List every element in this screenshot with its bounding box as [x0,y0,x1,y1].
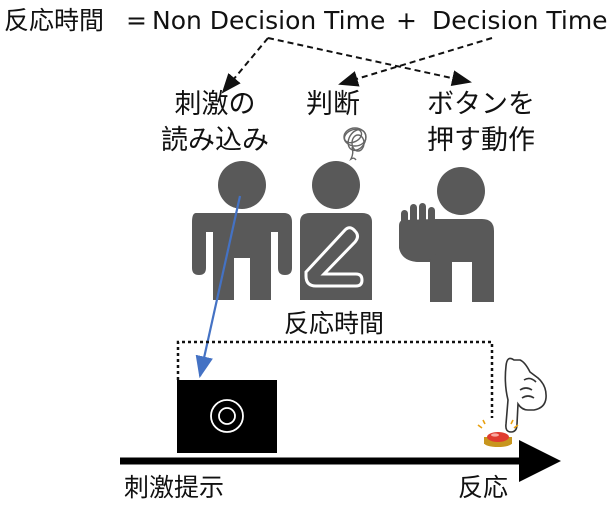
reaction-time-bracket [176,340,494,418]
stage-label-decision: 判断 [306,89,360,120]
gaze-arrow [195,195,242,379]
person-thinking-icon [300,161,372,300]
person-hand-raised-icon [399,167,494,302]
stimulus-screen [177,380,277,453]
arrow-non-decision-to-reading [221,37,269,94]
formula-arrows [221,37,493,94]
formula-decision-time: Decision Time [432,6,607,35]
arrow-decision-to-judgement [338,37,493,87]
formula-equals: = [126,6,147,35]
formula-non-decision-time: Non Decision Time [152,6,385,35]
stage-label-reading-line1: 刺激の [175,89,256,120]
formula: 反応時間 = Non Decision Time + Decision Time [4,6,607,35]
stage-label-reading-line2: 読み込み [161,125,269,156]
stage-label-button-line1: ボタンを [427,89,535,120]
raised-hand [399,203,437,262]
stage-label-button-line2: 押す動作 [427,125,535,156]
tangled-thought-icon [343,127,367,162]
red-button-icon [477,419,519,447]
reaction-time-label: 反応時間 [284,309,384,338]
response-label: 反応 [458,473,508,502]
target-circle-icon [210,399,244,433]
formula-lhs: 反応時間 [4,6,104,35]
stimulus-onset-label: 刺激提示 [124,473,224,502]
pointing-hand-icon [504,357,547,433]
arrow-non-decision-to-button [267,37,472,86]
formula-plus: + [396,6,417,35]
person-reading-icon [192,161,292,300]
